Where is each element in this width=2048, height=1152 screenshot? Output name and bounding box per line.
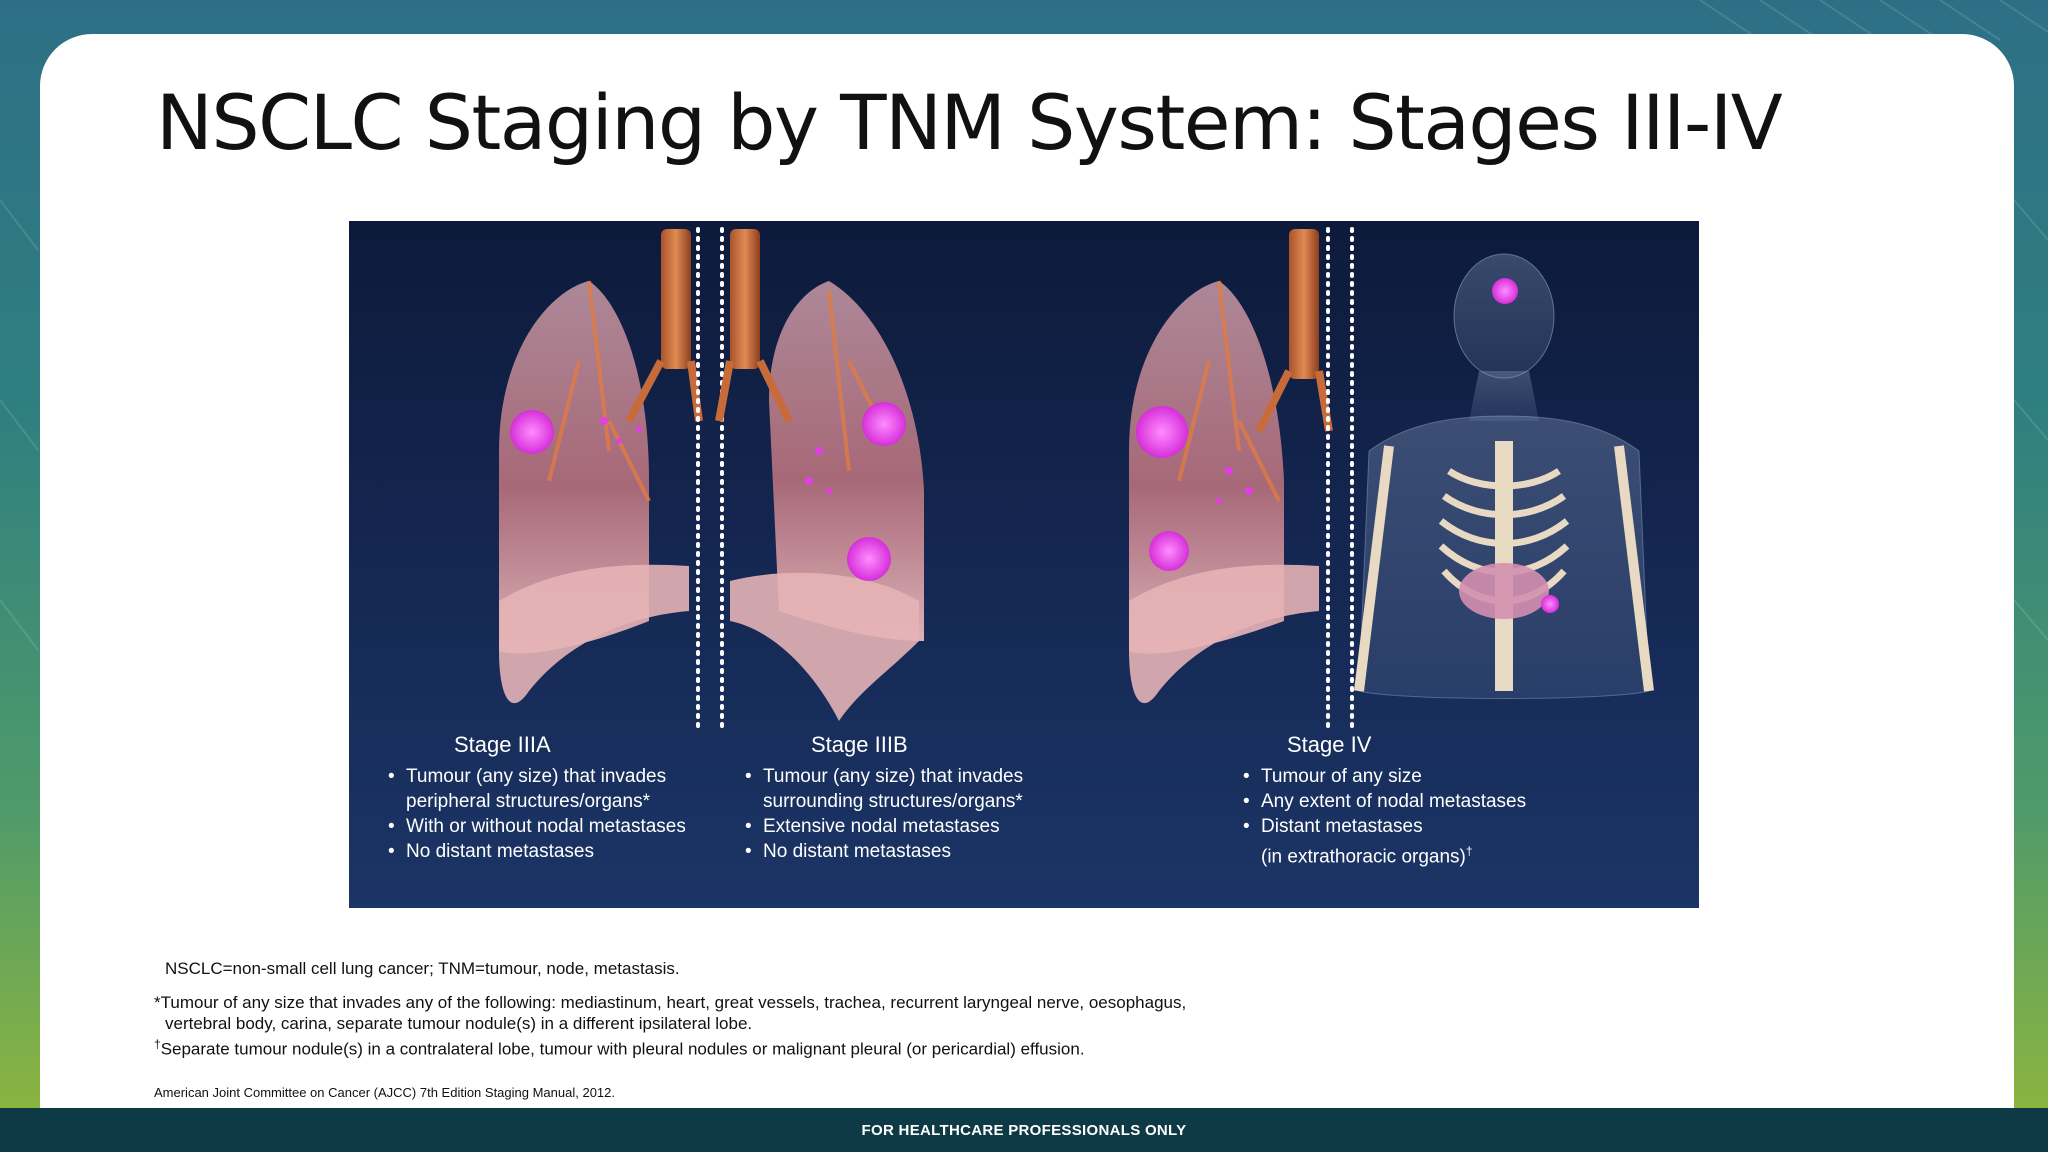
tumour-mass xyxy=(510,410,554,454)
stage-iv-description: Stage IV Tumour of any size Any extent o… xyxy=(1241,732,1561,869)
stage-bullet-continued: peripheral structures/organs* xyxy=(406,791,650,812)
stage-iv-title: Stage IV xyxy=(1287,732,1372,757)
dagger-mark: † xyxy=(1465,844,1473,858)
slide-title: NSCLC Staging by TNM System: Stages III-… xyxy=(156,78,1783,167)
stage-iiib-title: Stage IIIB xyxy=(811,732,908,757)
stage-bullet: Tumour (any size) that invades xyxy=(388,764,706,789)
tumour-mass xyxy=(1149,531,1189,571)
footer-bar: FOR HEALTHCARE PROFESSIONALS ONLY xyxy=(0,1108,2048,1152)
dagger-symbol: † xyxy=(154,1037,161,1051)
brain-metastasis xyxy=(1492,278,1518,304)
stage-iiib-lung-illustration xyxy=(715,229,924,721)
stage-bullet-continued: surrounding structures/organs* xyxy=(763,791,1023,812)
stage-iv-lung-illustration xyxy=(1129,229,1333,704)
asterisk-footnote: *Tumour of any size that invades any of … xyxy=(154,993,1187,1012)
organ-metastasis xyxy=(1541,595,1559,613)
stage-iiia-description: Stage IIIA Tumour (any size) that invade… xyxy=(386,732,706,864)
stage-bullet: Any extent of nodal metastases xyxy=(1243,789,1561,814)
stage-bullet: No distant metastases xyxy=(388,839,706,864)
stage-iiia-lung-illustration xyxy=(499,229,703,704)
dagger-footnote: †Separate tumour nodule(s) in a contrala… xyxy=(154,1034,1085,1060)
staging-illustration xyxy=(499,227,1654,728)
stage-bullet: Tumour of any size xyxy=(1243,764,1561,789)
stage-bullet: No distant metastases xyxy=(745,839,1063,864)
abbreviations-note: NSCLC=non-small cell lung cancer; TNM=tu… xyxy=(165,959,680,978)
reference-citation: American Joint Committee on Cancer (AJCC… xyxy=(154,1085,615,1100)
stage-bullet: Distant metastases xyxy=(1243,814,1561,839)
tumour-mass xyxy=(847,537,891,581)
stage-bullet: With or without nodal metastases xyxy=(388,814,706,839)
tumour-mass xyxy=(1136,406,1188,458)
stage-bullet: Tumour (any size) that invades xyxy=(745,764,1063,789)
dagger-footnote-text: Separate tumour nodule(s) in a contralat… xyxy=(160,1039,1085,1059)
stage-bullet: Extensive nodal metastases xyxy=(745,814,1063,839)
stage-iv-body-illustration xyxy=(1354,253,1654,699)
asterisk-footnote-continued: vertebral body, carina, separate tumour … xyxy=(165,1014,753,1033)
stage-bullet-continued: (in extrathoracic organs)† xyxy=(1261,844,1473,868)
tumour-mass xyxy=(862,402,906,446)
staging-illustration-panel: Stage IIIA Tumour (any size) that invade… xyxy=(349,221,1699,908)
stage-iiib-description: Stage IIIB Tumour (any size) that invade… xyxy=(743,732,1063,864)
footer-disclaimer: FOR HEALTHCARE PROFESSIONALS ONLY xyxy=(861,1121,1187,1139)
stage-iiia-title: Stage IIIA xyxy=(454,732,551,757)
